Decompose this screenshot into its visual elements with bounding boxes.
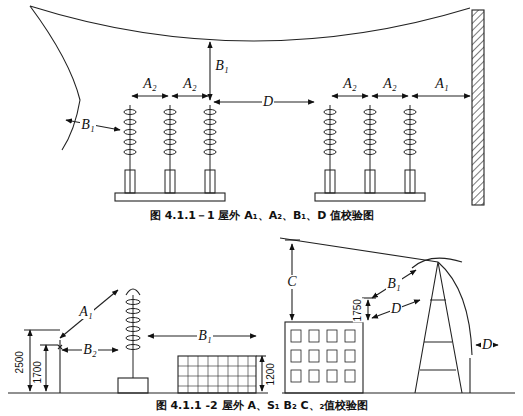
window xyxy=(309,330,319,342)
window xyxy=(327,370,337,382)
post xyxy=(469,358,470,393)
insulator-base xyxy=(205,170,215,193)
dimension-number: 1700 xyxy=(33,360,44,384)
dimension-label: B₂ xyxy=(82,343,97,358)
insulator-shed xyxy=(204,150,216,155)
window xyxy=(327,350,337,362)
insulator-shed xyxy=(204,120,216,125)
insulator-shed xyxy=(126,318,140,323)
insulator-shed xyxy=(204,130,216,135)
dimension-number: 1200 xyxy=(266,362,277,386)
insulator-shed xyxy=(404,150,416,155)
insulator-shed xyxy=(404,110,416,115)
insulator-shed xyxy=(124,120,136,125)
insulator-shed xyxy=(324,120,336,125)
window xyxy=(291,330,301,342)
dimension-label: D xyxy=(262,95,274,110)
window xyxy=(327,330,337,342)
insulator-shed xyxy=(364,150,376,155)
dimension-label: C xyxy=(286,275,297,290)
tower xyxy=(415,262,462,393)
window xyxy=(345,370,355,382)
dimension-label: A₁ xyxy=(78,305,93,320)
dimension-label: D xyxy=(481,338,493,353)
insulator-shed xyxy=(124,150,136,155)
wall xyxy=(472,10,484,205)
insulator-shed xyxy=(324,150,336,155)
dimension-label: B₁ xyxy=(214,59,229,74)
insulator-base xyxy=(125,170,135,193)
insulator-base xyxy=(325,170,335,193)
insulator-shed xyxy=(324,140,336,145)
window xyxy=(291,350,301,362)
conductor xyxy=(280,238,438,262)
insulator-shed xyxy=(124,130,136,135)
building xyxy=(285,322,363,393)
conductor xyxy=(30,6,470,41)
insulator-shed xyxy=(364,130,376,135)
base-frame xyxy=(115,193,225,201)
insulator-shed xyxy=(126,309,140,314)
dimension-label: B₁ xyxy=(197,329,212,344)
dimension-label: A₂ xyxy=(182,77,197,92)
window xyxy=(345,350,355,362)
insulator-shed xyxy=(164,120,176,125)
insulator-shed xyxy=(364,110,376,115)
dimension-number: 1750 xyxy=(353,298,364,322)
insulator-shed xyxy=(164,150,176,155)
insulator-base xyxy=(165,170,175,193)
insulator-shed xyxy=(126,336,140,341)
insulator-shed xyxy=(404,140,416,145)
insulator-shed xyxy=(124,140,136,145)
dimension-label: A₂ xyxy=(142,77,157,92)
insulator-base xyxy=(365,170,375,193)
insulator-shed xyxy=(126,327,140,332)
conductor xyxy=(30,6,80,150)
insulator xyxy=(133,295,134,378)
dimension-label: B₁ xyxy=(80,118,95,133)
insulator-shed xyxy=(164,140,176,145)
window xyxy=(345,330,355,342)
figure-caption: 图 4.1.1 -2 屋外 A、S₁ B₂ C、₂值校验图 xyxy=(155,400,370,412)
insulator-shed xyxy=(126,345,140,350)
insulator-shed xyxy=(364,120,376,125)
insulator-base xyxy=(405,170,415,193)
window xyxy=(291,370,301,382)
insulator-shed xyxy=(324,130,336,135)
insulator-shed xyxy=(164,110,176,115)
window xyxy=(309,370,319,382)
insulator-shed xyxy=(164,130,176,135)
dimension-label: D xyxy=(390,302,402,317)
insulator-shed xyxy=(364,140,376,145)
insulator-shed xyxy=(126,300,140,305)
insulator-shed xyxy=(404,130,416,135)
insulator-shed xyxy=(204,110,216,115)
fence xyxy=(178,356,256,393)
window xyxy=(309,350,319,362)
base-frame xyxy=(315,193,425,201)
insulator-shed xyxy=(204,140,216,145)
conductor xyxy=(438,262,472,355)
insulator-shed xyxy=(124,110,136,115)
dimension-label: A₂ xyxy=(382,77,397,92)
pole-base xyxy=(118,378,148,393)
insulator-shed xyxy=(324,110,336,115)
figure-caption: 图 4.1.1－1 屋外 A₁、A₂、B₁、D 值校验图 xyxy=(149,210,375,222)
insulator-shed xyxy=(404,120,416,125)
dimension-label: A₂ xyxy=(342,77,357,92)
dimension-number: 2500 xyxy=(15,350,26,374)
dimension-label: A₁ xyxy=(434,77,449,92)
dimension-label: B₁ xyxy=(386,277,401,292)
